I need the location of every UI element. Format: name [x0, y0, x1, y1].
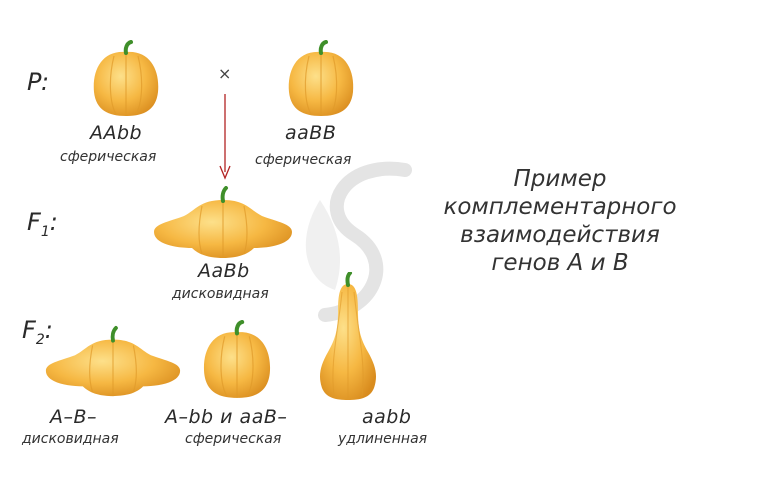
- cross-arrow: [219, 94, 231, 180]
- parent-1-genotype: AAbb: [90, 122, 143, 144]
- parent-1-phenotype: сферическая: [60, 149, 157, 165]
- generation-f1-label: F1:: [27, 210, 58, 239]
- generation-f2-subscript: 2: [35, 331, 45, 348]
- diagram-title: Пример комплементарного взаимодействия г…: [425, 165, 695, 277]
- f2-spherical-pumpkin: [203, 320, 271, 398]
- f2-elongated-pumpkin: [320, 272, 376, 400]
- f2-1-genotype: A–B–: [50, 406, 98, 428]
- f1-genotype: AaBb: [198, 260, 250, 282]
- parent-1-spherical-pumpkin: [93, 40, 159, 117]
- parent-2-spherical-pumpkin: [288, 40, 354, 117]
- f2-2-genotype: A–bb и aaB–: [165, 406, 288, 428]
- generation-f2-letter: F: [22, 316, 36, 344]
- parent-2-genotype: aaBB: [285, 122, 337, 144]
- generation-f2-colon: :: [44, 316, 53, 344]
- cross-symbol: ×: [218, 64, 232, 83]
- f2-3-genotype: aabb: [362, 406, 412, 428]
- f2-2-phenotype: сферическая: [185, 431, 282, 447]
- generation-f2-label: F2:: [22, 318, 53, 347]
- generation-f1-letter: F: [27, 208, 41, 236]
- generation-f1-subscript: 1: [40, 223, 50, 240]
- f1-discoid-pumpkin: [154, 186, 292, 258]
- title-line: Пример: [513, 166, 607, 192]
- f2-1-phenotype: дисковидная: [22, 431, 119, 447]
- title-line: комплементарного: [443, 194, 677, 221]
- title-line: взаимодействия: [460, 222, 660, 249]
- parent-2-phenotype: сферическая: [255, 152, 352, 168]
- generation-p-label: P:: [27, 68, 50, 96]
- watermark-logo: [305, 161, 412, 322]
- f2-discoid-pumpkin: [45, 326, 181, 397]
- generation-f1-colon: :: [49, 208, 58, 236]
- f1-phenotype: дисковидная: [172, 286, 269, 302]
- title-line: генов А и В: [491, 250, 629, 277]
- f2-3-phenotype: удлиненная: [338, 431, 428, 447]
